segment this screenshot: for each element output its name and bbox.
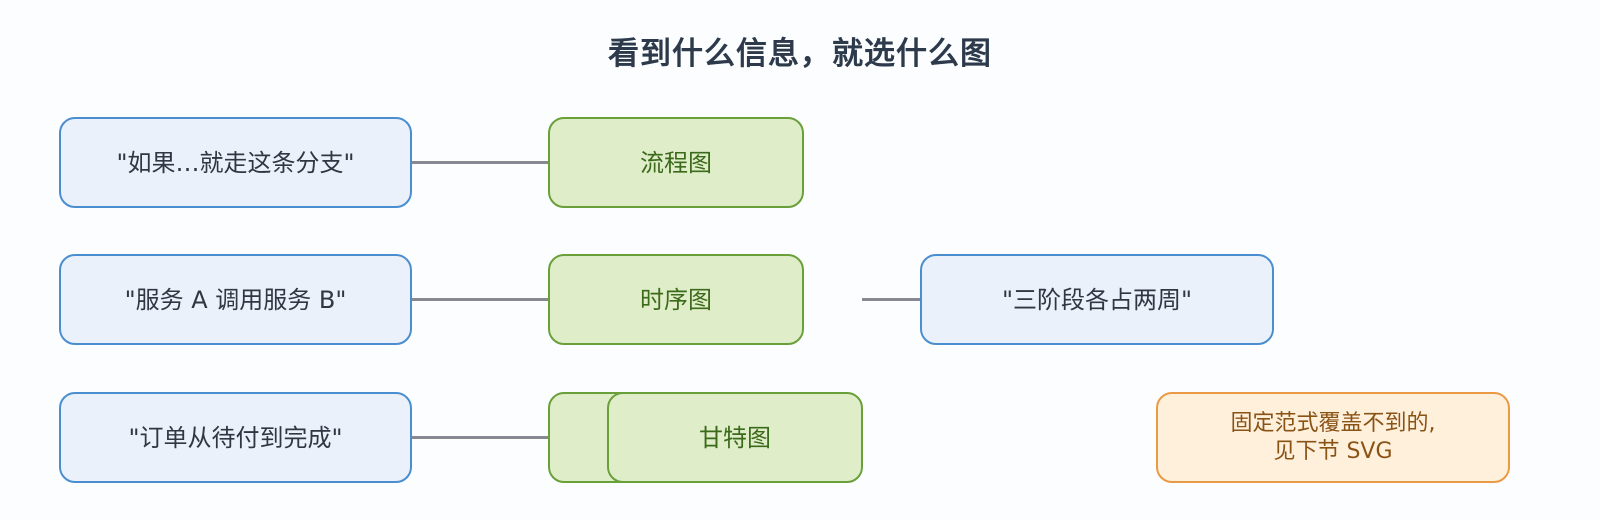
signal-box-branch: "如果…就走这条分支" bbox=[59, 117, 412, 208]
diagram-box-gantt: 甘特图 bbox=[607, 392, 863, 483]
connector-line bbox=[862, 298, 921, 301]
signal-label: "如果…就走这条分支" bbox=[116, 148, 355, 177]
diagram-title: 看到什么信息，就选什么图 bbox=[608, 36, 992, 72]
note-line: 固定范式覆盖不到的, bbox=[1230, 410, 1436, 436]
connector-line bbox=[412, 298, 549, 301]
signal-box-phases: "三阶段各占两周" bbox=[920, 254, 1274, 345]
diagram-box-flowchart: 流程图 bbox=[548, 117, 804, 208]
note-box: 固定范式覆盖不到的, 见下节 SVG bbox=[1156, 392, 1510, 483]
diagram-label: 时序图 bbox=[640, 285, 712, 314]
diagram-label: 流程图 bbox=[640, 148, 712, 177]
signal-label: "三阶段各占两周" bbox=[1001, 285, 1193, 314]
signal-label: "服务 A 调用服务 B" bbox=[124, 285, 347, 314]
signal-label: "订单从待付到完成" bbox=[128, 423, 343, 452]
note-line: 见下节 SVG bbox=[1273, 438, 1393, 464]
signal-box-order: "订单从待付到完成" bbox=[59, 392, 412, 483]
diagram-label: 甘特图 bbox=[699, 423, 771, 452]
connector-line bbox=[412, 161, 549, 164]
signal-box-service-call: "服务 A 调用服务 B" bbox=[59, 254, 412, 345]
connector-line bbox=[412, 436, 549, 439]
diagram-box-sequence: 时序图 bbox=[548, 254, 804, 345]
